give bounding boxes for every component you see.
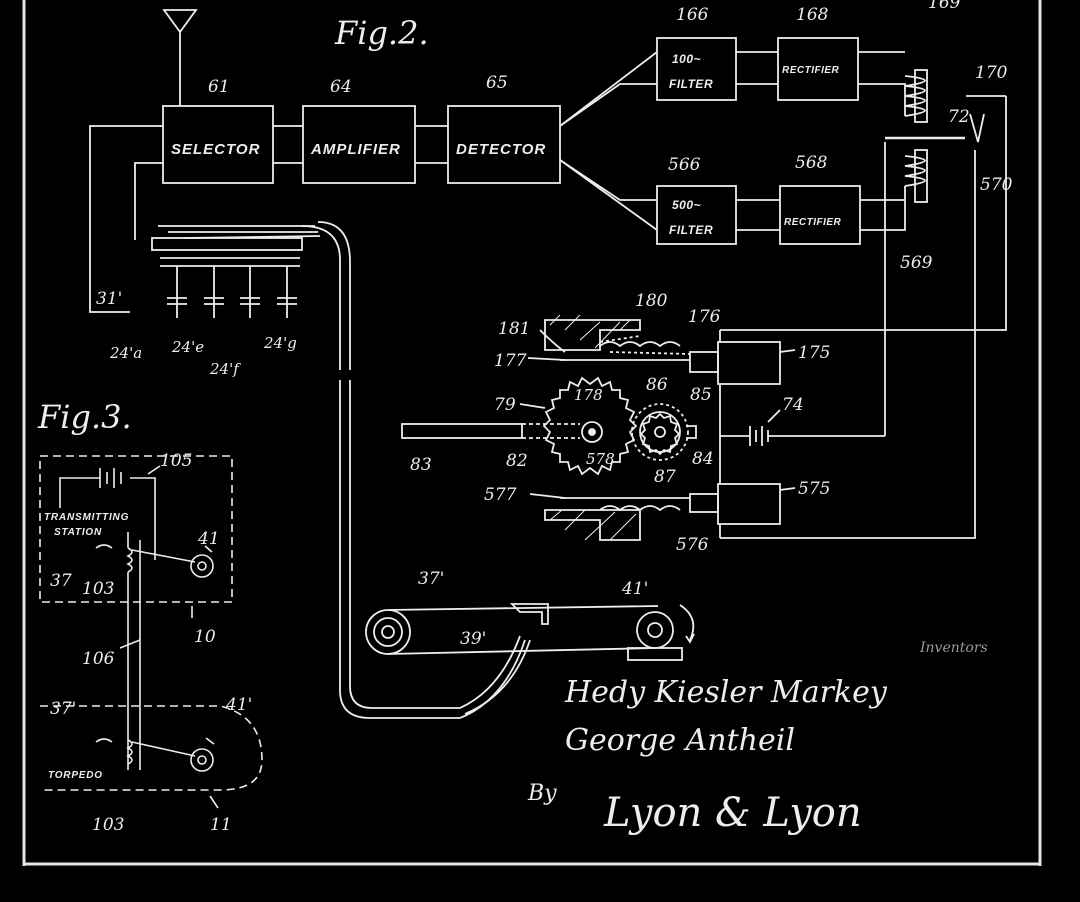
rectifier-168-block xyxy=(777,37,859,101)
filter-500-freq: 500~ xyxy=(672,198,701,212)
ref-181: 181 xyxy=(498,319,530,339)
ref-85: 85 xyxy=(690,385,712,405)
ref-570: 570 xyxy=(980,175,1013,195)
ref-37-prime-torpedo: 37' xyxy=(50,699,76,719)
fig3-wiring xyxy=(39,455,263,809)
filter-500-word: FILTER xyxy=(669,223,713,237)
station-label: STATION xyxy=(54,527,102,538)
ref-41: 41 xyxy=(197,529,220,549)
rectifier-168-label: RECTIFIER xyxy=(782,65,840,76)
filter-100-freq: 100~ xyxy=(672,52,701,66)
ref-24e: 24'e xyxy=(171,338,204,356)
ref-166: 166 xyxy=(676,5,709,25)
ref-74: 74 xyxy=(782,395,804,415)
filter-100-block xyxy=(656,37,737,101)
filter-100-word: FILTER xyxy=(669,77,713,91)
ref-11: 11 xyxy=(210,815,232,835)
ref-566: 566 xyxy=(668,155,701,175)
ref-37: 37 xyxy=(50,571,72,591)
ref-169: 169 xyxy=(928,0,961,13)
ref-24g: 24'g xyxy=(263,334,297,352)
ref-106: 106 xyxy=(82,649,115,669)
transmitting-label: TRANSMITTING xyxy=(44,512,129,523)
ref-39-prime: 39' xyxy=(460,629,486,649)
fig2-title: Fig.2. xyxy=(334,14,429,52)
selector-label: SELECTOR xyxy=(171,141,260,158)
ref-79: 79 xyxy=(494,395,516,415)
ref-180: 180 xyxy=(635,291,668,311)
ref-83: 83 xyxy=(410,455,432,475)
amplifier-block xyxy=(302,105,416,184)
ref-568: 568 xyxy=(795,153,828,173)
ref-84: 84 xyxy=(692,449,714,469)
ref-578: 578 xyxy=(586,450,615,468)
ref-103: 103 xyxy=(82,579,114,599)
detector-label: DETECTOR xyxy=(456,141,546,158)
ref-577: 577 xyxy=(484,485,517,505)
ref-168: 168 xyxy=(796,5,829,25)
ref-176: 176 xyxy=(688,307,721,327)
ref-31: 31' xyxy=(96,289,122,309)
ref-72: 72 xyxy=(948,107,970,127)
ref-86: 86 xyxy=(646,375,668,395)
rectifier-568-label: RECTIFIER xyxy=(784,217,842,228)
filter-500-block xyxy=(656,185,737,245)
fig3-title: Fig.3. xyxy=(37,398,132,436)
selector-block xyxy=(162,105,274,184)
ref-41-prime: 41' xyxy=(621,579,648,599)
ref-175: 175 xyxy=(798,343,830,363)
by-label: By xyxy=(527,781,557,806)
ref-10: 10 xyxy=(194,627,216,647)
ref-65: 65 xyxy=(486,73,508,93)
attorney-signature: Lyon & Lyon xyxy=(603,790,862,836)
ref-178: 178 xyxy=(574,386,603,404)
rectifier-568-block xyxy=(779,185,861,245)
inventor-signature-2: George Antheil xyxy=(565,723,795,758)
inventors-label: Inventors xyxy=(919,640,988,656)
ref-569: 569 xyxy=(900,253,933,273)
ref-37-prime: 37' xyxy=(418,569,444,589)
ref-82: 82 xyxy=(506,451,528,471)
fig3-reference-numbers: 105 41 37 103 10 106 37' 41' 103 11 xyxy=(50,451,252,835)
ref-105: 105 xyxy=(160,451,192,471)
inventor-signature-1: Hedy Kiesler Markey xyxy=(564,675,888,710)
ref-177: 177 xyxy=(494,351,527,371)
torpedo-label: TORPEDO xyxy=(48,770,103,781)
ref-103-torpedo: 103 xyxy=(92,815,124,835)
detector-block xyxy=(447,105,561,184)
ref-87: 87 xyxy=(654,467,676,487)
ref-170: 170 xyxy=(975,63,1008,83)
fig2-wiring xyxy=(89,9,1007,719)
ref-61: 61 xyxy=(208,77,230,97)
ref-24f: 24'f xyxy=(209,360,241,378)
ref-576: 576 xyxy=(676,535,709,555)
ref-24a: 24'a xyxy=(109,344,142,362)
amplifier-label: AMPLIFIER xyxy=(310,141,401,158)
fig2-reference-numbers: 61 64 65 166 168 169 170 72 570 566 568 … xyxy=(96,0,1013,649)
stepping-mechanism xyxy=(401,314,885,541)
ref-575: 575 xyxy=(798,479,830,499)
ref-41-prime-torpedo: 41' xyxy=(225,695,252,715)
sheet-border xyxy=(22,0,1042,866)
ref-64: 64 xyxy=(330,77,352,97)
